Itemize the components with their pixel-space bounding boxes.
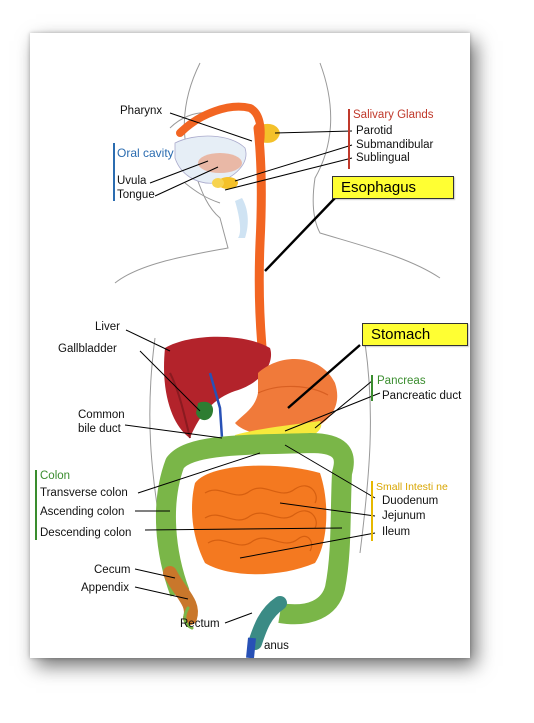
label-submandibular: Submandibular <box>356 139 434 151</box>
line-pancreatic-duct <box>284 392 381 432</box>
stomach-fold <box>257 385 329 396</box>
label-jejunum: Jejunum <box>382 510 426 522</box>
line-common-bile-duct <box>124 424 223 439</box>
label-oral-cavity: Oral cavity <box>117 146 174 160</box>
body-torso-right <box>359 342 371 554</box>
line-stomach <box>287 344 361 409</box>
rectum-shape <box>248 596 287 650</box>
label-ileum: Ileum <box>382 526 411 538</box>
label-rectum: Rectum <box>180 618 220 630</box>
colon-shape <box>155 433 354 625</box>
callout-stomach: Stomach <box>362 323 468 346</box>
label-transverse-colon: Transverse colon <box>40 487 128 499</box>
label-colon: Colon <box>40 470 71 482</box>
label-duodenum: Duodenum <box>382 495 439 507</box>
small-intestine-bracket <box>371 481 373 541</box>
callout-esophagus: Esophagus <box>332 176 454 199</box>
leader-lines <box>124 112 381 624</box>
line-pharynx <box>169 112 253 142</box>
label-small-intestine: Small Intesti ne <box>376 481 448 493</box>
tongue-shape <box>198 153 242 173</box>
line-pancreas <box>314 380 373 429</box>
esophagus-tube <box>253 123 270 383</box>
line-jejunum <box>279 502 376 517</box>
throat-shape <box>235 198 248 238</box>
anus-shape <box>246 637 256 658</box>
line-cecum <box>134 568 176 579</box>
liver-shape <box>164 336 272 438</box>
body-outline <box>114 62 441 284</box>
label-uvula: Uvula <box>117 175 147 187</box>
label-cecum: Cecum <box>94 564 131 576</box>
callout-lines <box>264 197 361 409</box>
line-liver <box>125 329 171 352</box>
label-pharynx: Pharynx <box>120 105 163 117</box>
diagram-page: Pharynx Oral cavity Uvula Tongue Salivar… <box>30 33 470 658</box>
sublingual-gland <box>212 178 224 188</box>
line-submandibular <box>234 144 353 182</box>
colon-bracket <box>35 470 37 540</box>
label-parotid: Parotid <box>356 125 393 137</box>
label-ascending-colon: Ascending colon <box>40 506 125 518</box>
label-bile-duct: bile duct <box>78 423 121 435</box>
label-pancreatic-duct: Pancreatic duct <box>382 390 462 402</box>
line-tongue <box>154 166 219 197</box>
small-intestine-shape <box>192 465 327 575</box>
appendix-shape <box>183 606 194 630</box>
line-duodenum <box>284 444 376 499</box>
label-anus: anus <box>264 640 289 652</box>
line-gallbladder <box>139 350 201 412</box>
line-appendix <box>134 586 189 600</box>
pancreas-bracket <box>371 375 373 401</box>
line-parotid <box>274 130 353 134</box>
digestive-system-illustration <box>114 62 441 658</box>
line-ileum <box>239 532 376 559</box>
label-liver: Liver <box>95 321 120 333</box>
label-common: Common <box>78 409 125 421</box>
oral-cavity-bracket <box>113 143 115 201</box>
submandibular-gland <box>218 177 238 189</box>
line-transverse-colon <box>137 452 261 494</box>
line-sublingual <box>224 157 353 191</box>
label-salivary-glands: Salivary Glands <box>353 109 434 121</box>
small-intestine-loops <box>204 485 317 552</box>
line-descending-colon <box>144 527 343 531</box>
line-esophagus <box>264 197 336 272</box>
label-pancreas: Pancreas <box>377 375 426 387</box>
label-appendix: Appendix <box>81 582 129 594</box>
liver-shade <box>169 372 191 439</box>
stomach-shape <box>235 359 338 436</box>
line-uvula <box>149 160 209 184</box>
salivary-glands-bracket <box>348 109 350 169</box>
label-gallbladder: Gallbladder <box>58 343 117 355</box>
label-tongue: Tongue <box>117 189 155 201</box>
label-sublingual: Sublingual <box>356 152 410 164</box>
line-rectum <box>224 612 253 624</box>
label-descending-colon: Descending colon <box>40 527 132 539</box>
bile-duct-shape <box>208 372 224 439</box>
gallbladder-shape <box>196 401 214 421</box>
